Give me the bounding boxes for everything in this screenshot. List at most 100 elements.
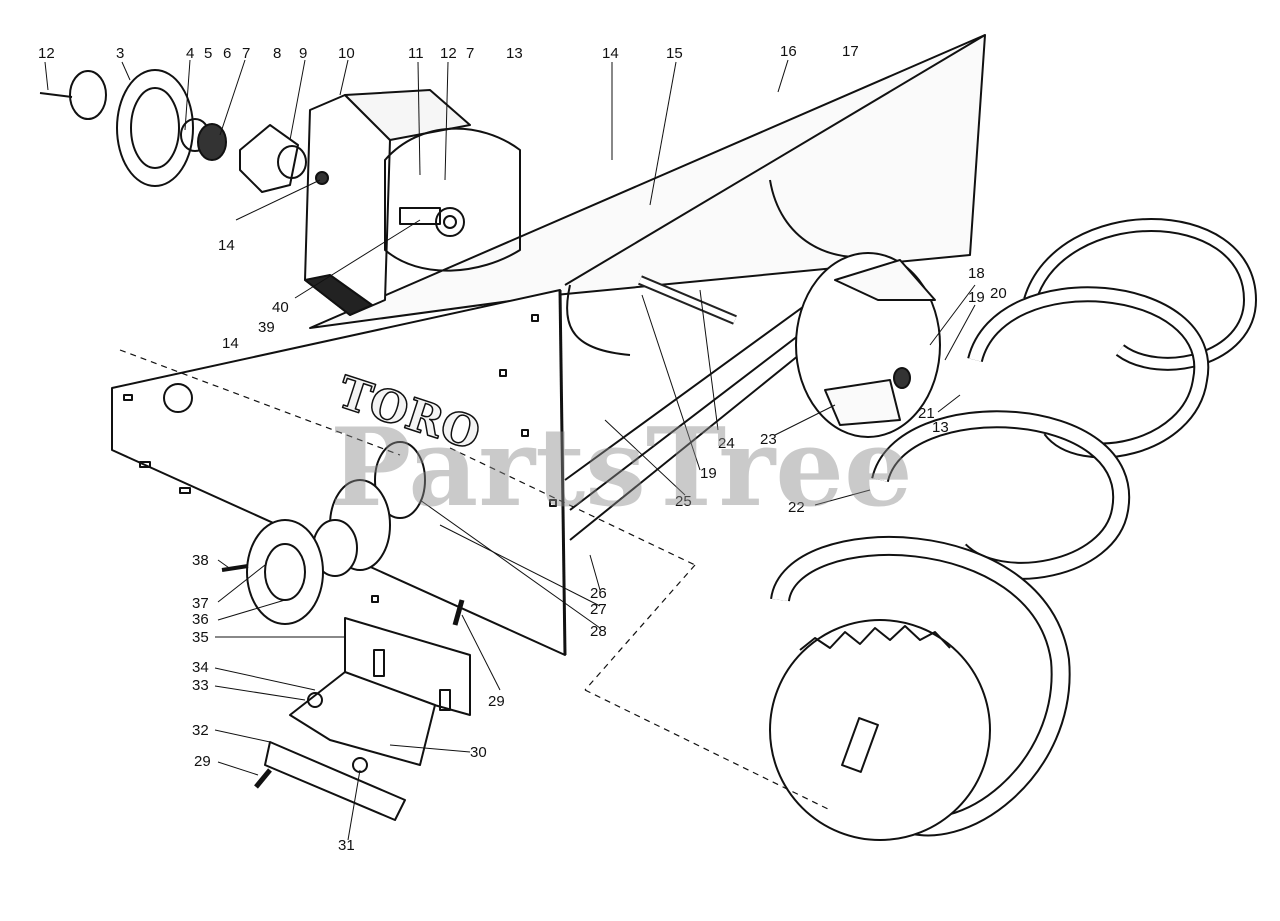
side-plate-hole <box>163 383 193 413</box>
callout-3: 3 <box>116 45 124 62</box>
auger-flight-face <box>873 412 1129 578</box>
impeller-blade <box>834 259 936 301</box>
callout-28: 28 <box>590 623 607 640</box>
dash-line <box>119 349 401 456</box>
callout-33: 33 <box>192 677 209 694</box>
impeller-blade <box>824 379 901 426</box>
housing-top-panel <box>309 34 986 329</box>
callout-7: 7 <box>242 45 250 62</box>
slot <box>373 649 385 677</box>
gearbox-side <box>384 127 521 272</box>
callout-27: 27 <box>590 601 607 618</box>
flange-plate <box>239 124 299 193</box>
callout-39: 39 <box>258 319 275 336</box>
housing-edge <box>558 289 567 656</box>
callout-38: 38 <box>192 552 209 569</box>
auger-teeth <box>799 625 951 651</box>
gearbox-top <box>344 89 471 141</box>
callout-11: 11 <box>408 45 424 62</box>
callout-13: 13 <box>506 45 523 62</box>
callout-8: 8 <box>273 45 281 62</box>
callout-19: 19 <box>968 289 985 306</box>
callout-19b: 19 <box>700 465 717 482</box>
gearbox-shaft <box>399 207 441 225</box>
callout-10: 10 <box>338 45 355 62</box>
leader-lines <box>44 59 976 841</box>
callout-35: 35 <box>192 629 209 646</box>
slot <box>123 394 133 401</box>
slot <box>531 314 539 322</box>
callout-17: 17 <box>842 43 859 60</box>
callout-32: 32 <box>192 722 209 739</box>
skid-parts <box>254 599 471 821</box>
dash-line <box>449 447 696 566</box>
bolt <box>39 92 73 98</box>
outer-flange <box>246 519 324 625</box>
gearbox <box>304 89 521 316</box>
callout-26: 26 <box>590 585 607 602</box>
skid-shoe <box>289 671 436 766</box>
auger-flight-face <box>772 538 1069 835</box>
slot <box>371 595 379 603</box>
callout-14b: 14 <box>218 237 235 254</box>
callout-29b: 29 <box>194 753 211 770</box>
callout-22: 22 <box>788 499 805 516</box>
auger-shaft-end <box>841 717 879 773</box>
slot <box>179 487 191 494</box>
callout-12: 12 <box>38 45 55 62</box>
callout-5: 5 <box>204 45 212 62</box>
auger-end-disc <box>769 619 991 841</box>
pulley <box>116 69 194 187</box>
callout-23: 23 <box>760 431 777 448</box>
callout-15: 15 <box>666 45 683 62</box>
auger-flight-face <box>1025 220 1255 369</box>
callout-24: 24 <box>718 435 735 452</box>
callout-36: 36 <box>192 611 209 628</box>
callout-30: 30 <box>470 744 487 761</box>
carriage-nut <box>352 757 368 773</box>
bearing <box>197 123 227 161</box>
impeller-hub <box>893 367 911 389</box>
impeller <box>638 252 941 438</box>
housing-ridge <box>564 34 986 286</box>
skid-runner <box>264 741 406 821</box>
nut <box>315 171 329 185</box>
callout-20: 20 <box>990 285 1007 302</box>
callout-9: 9 <box>299 45 307 62</box>
assembly-lines <box>119 349 831 811</box>
flange-collar <box>277 145 307 179</box>
callout-40: 40 <box>272 299 289 316</box>
slot <box>499 369 507 377</box>
slot <box>549 499 557 507</box>
pulley-hub <box>69 70 107 120</box>
callout-18: 18 <box>968 265 985 282</box>
bearing-flange-inner <box>374 441 426 519</box>
housing-curve-left <box>566 284 631 356</box>
slot <box>521 429 529 437</box>
scraper-plate <box>344 617 471 716</box>
callout-13b: 13 <box>932 419 949 436</box>
callout-4: 4 <box>186 45 194 62</box>
bolt <box>254 768 272 789</box>
slot <box>139 461 151 468</box>
callout-labels: 12 3 4 5 6 7 8 9 10 11 12 7 13 14 15 16 … <box>38 43 1007 854</box>
bearing-set <box>221 441 426 625</box>
gearbox-bore <box>443 215 457 229</box>
slot <box>439 689 451 711</box>
callout-34: 34 <box>192 659 209 676</box>
callout-12b: 12 <box>440 45 457 62</box>
callout-21: 21 <box>918 405 935 422</box>
gearbox-base <box>304 274 373 316</box>
callout-31: 31 <box>338 837 355 854</box>
dash-line <box>584 564 696 691</box>
pulley-assembly <box>39 69 329 193</box>
watermark: PartsTree <box>330 405 913 531</box>
pulley-groove <box>130 87 180 169</box>
gearbox-bearing <box>435 207 465 237</box>
callout-16: 16 <box>780 43 797 60</box>
dash-line <box>584 689 831 811</box>
callout-6: 6 <box>223 45 231 62</box>
bolt <box>221 564 249 572</box>
